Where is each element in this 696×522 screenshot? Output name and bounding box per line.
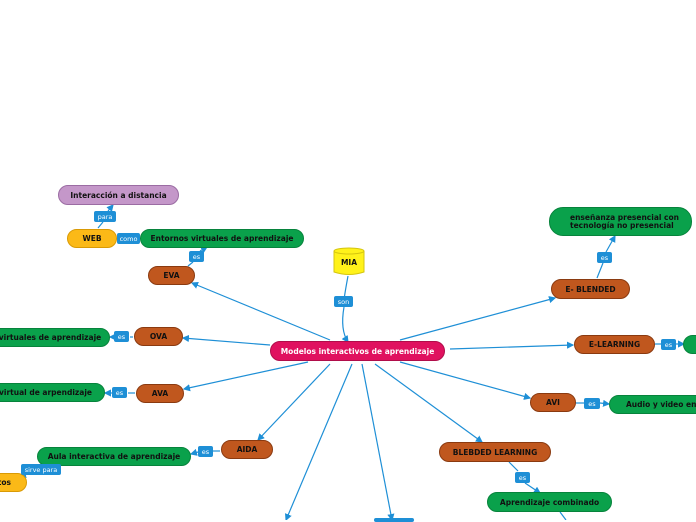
ava-def-node[interactable]: virtual de arpendizaje [0, 383, 105, 402]
es-elearning-connector[interactable]: es [661, 339, 676, 350]
edge-central-eva [190, 281, 331, 341]
edge-central-aida [257, 363, 331, 441]
blebded-node[interactable]: BLEBDED LEARNING [439, 442, 551, 462]
edge-central-avi [399, 361, 532, 400]
aula-node[interactable]: Aula interactiva de aprendizaje [37, 447, 191, 466]
sirve-para-connector[interactable]: sirve para [21, 464, 61, 475]
mia-cylinder-shape [333, 247, 365, 275]
ava-node[interactable]: AVA [136, 384, 184, 403]
edge-eva-es [187, 261, 194, 267]
eva-node[interactable]: EVA [148, 266, 195, 285]
edge-combinado-down [559, 511, 567, 520]
edge-central-eblended [399, 296, 557, 341]
es-eblended-connector[interactable]: es [597, 252, 612, 263]
edge-central-ova [181, 334, 271, 346]
es-avi-connector[interactable]: es [584, 398, 600, 409]
ova-node[interactable]: OVA [134, 327, 183, 346]
entornos-node[interactable]: Entornos virtuales de aprendizaje [140, 229, 304, 248]
combinado-node[interactable]: Aprendizaje combinado [487, 492, 612, 512]
edge-son-central [341, 306, 349, 343]
edge-blebded-es [508, 461, 519, 472]
edge-central-bottom-center [361, 363, 395, 520]
edge-central-bottom-left [285, 363, 353, 520]
bottom-partial-node[interactable] [374, 518, 414, 522]
edge-central-ava [182, 361, 309, 392]
web-node[interactable]: WEB [67, 229, 117, 248]
edge-es-eblended-def [605, 234, 616, 253]
para-connector[interactable]: para [94, 211, 116, 222]
aida-node[interactable]: AIDA [221, 440, 273, 459]
avi-node[interactable]: AVI [530, 393, 576, 412]
edge-central-elearning [449, 341, 575, 350]
edge-es-aula [189, 448, 199, 456]
edge-para-interaccion [106, 204, 114, 212]
central-node[interactable]: Modelos interactivos de aprendizaje [270, 341, 445, 361]
mia-node[interactable]: MIA [333, 247, 365, 276]
tos-node[interactable]: tos [0, 473, 27, 492]
elearning-def-node[interactable] [683, 335, 696, 354]
elearning-node[interactable]: E-LEARNING [574, 335, 655, 354]
edge-eblended-es [596, 262, 604, 279]
edge-es-avi-def [599, 399, 611, 407]
es-aida-connector[interactable]: es [198, 446, 213, 457]
como-connector[interactable]: como [117, 233, 140, 244]
es-ova-connector[interactable]: es [114, 331, 129, 342]
son-connector[interactable]: son [334, 296, 353, 307]
mia-label: MIA [340, 258, 358, 267]
avi-def-node[interactable]: Audio y video entr [609, 395, 696, 414]
es-ava-connector[interactable]: es [112, 387, 127, 398]
es-eva-connector[interactable]: es [189, 251, 204, 262]
interaccion-node[interactable]: Interacción a distancia [58, 185, 179, 205]
ova-def-node[interactable]: virtuales de aprendizaje [0, 328, 110, 347]
edge-es-combinado [524, 482, 541, 494]
eblended-node[interactable]: E- BLENDED [551, 279, 630, 299]
edge-central-blebded [374, 363, 483, 443]
edge-web-para [97, 221, 104, 229]
es-blebded-connector[interactable]: es [515, 472, 530, 483]
eblended-def-node[interactable]: enseñanza presencial con tecnología no p… [549, 207, 692, 236]
